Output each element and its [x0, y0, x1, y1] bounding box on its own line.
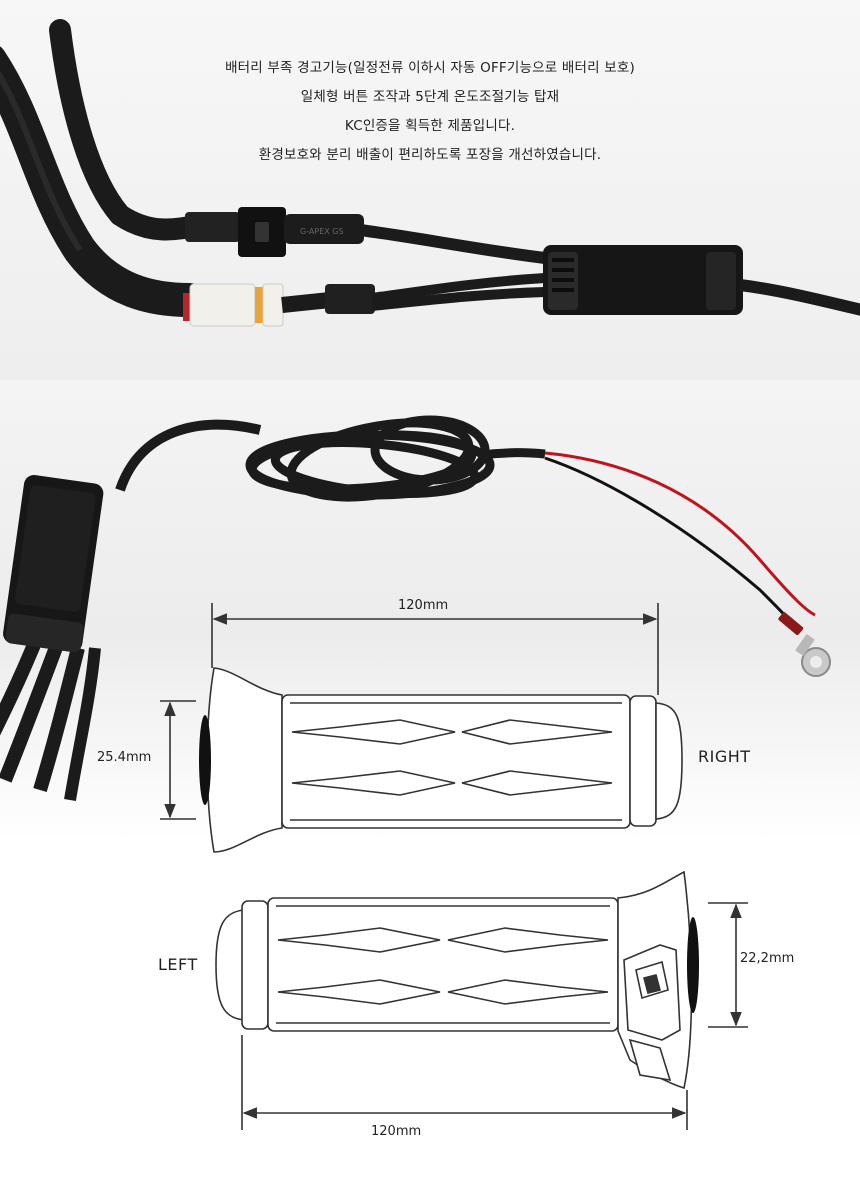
- feature-line: 일체형 버튼 조작과 5단계 온도조절기능 탑재: [300, 89, 560, 105]
- left-grip-length-label: 120mm: [371, 1124, 422, 1139]
- left-grip-drawing: [215, 870, 748, 1130]
- right-grip-diameter-label: 25.4mm: [97, 750, 152, 765]
- left-grip-side-label: LEFT: [158, 955, 198, 974]
- right-grip-length-label: 120mm: [398, 598, 449, 613]
- feature-line: 환경보호와 분리 배출이 편리하도록 포장을 개선하였습니다.: [258, 147, 602, 163]
- feature-line: KC인증을 획득한 제품입니다.: [344, 118, 516, 134]
- feature-list: 배터리 부족 경고기능(일정전류 이하시 자동 OFF기능으로 배터리 보호) …: [0, 54, 860, 170]
- harness-photo: G-APEX GS: [0, 0, 860, 380]
- left-grip-diameter-label: 22,2mm: [740, 951, 795, 966]
- harness-illustration: G-APEX GS: [0, 19, 860, 327]
- controller-cable-illustration: [0, 415, 831, 801]
- right-grip-side-label: RIGHT: [698, 747, 751, 766]
- feature-line: 배터리 부족 경고기능(일정전류 이하시 자동 OFF기능으로 배터리 보호): [225, 60, 635, 76]
- cable-print: G-APEX GS: [300, 227, 344, 236]
- right-grip-drawing: [160, 603, 683, 853]
